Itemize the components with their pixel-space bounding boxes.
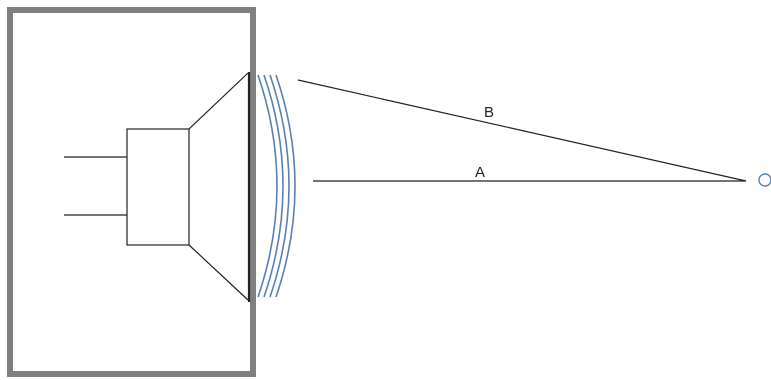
sound-waves [257, 74, 296, 298]
listener-point [758, 173, 771, 187]
cone-upper-edge [188, 72, 249, 130]
input-wires [64, 156, 127, 216]
speaker-magnet [126, 128, 190, 246]
sound-wave-arc-1 [257, 74, 278, 298]
sound-wave-arc-2 [263, 74, 284, 298]
sound-wave-arc-3 [269, 74, 290, 298]
path-b-line [297, 79, 747, 182]
sound-wave-arc-4 [275, 74, 296, 298]
speaker-cone [188, 72, 249, 301]
path-a-label: A [475, 164, 485, 181]
path-b-label: B [484, 104, 494, 121]
cone-lower-edge [188, 244, 249, 301]
